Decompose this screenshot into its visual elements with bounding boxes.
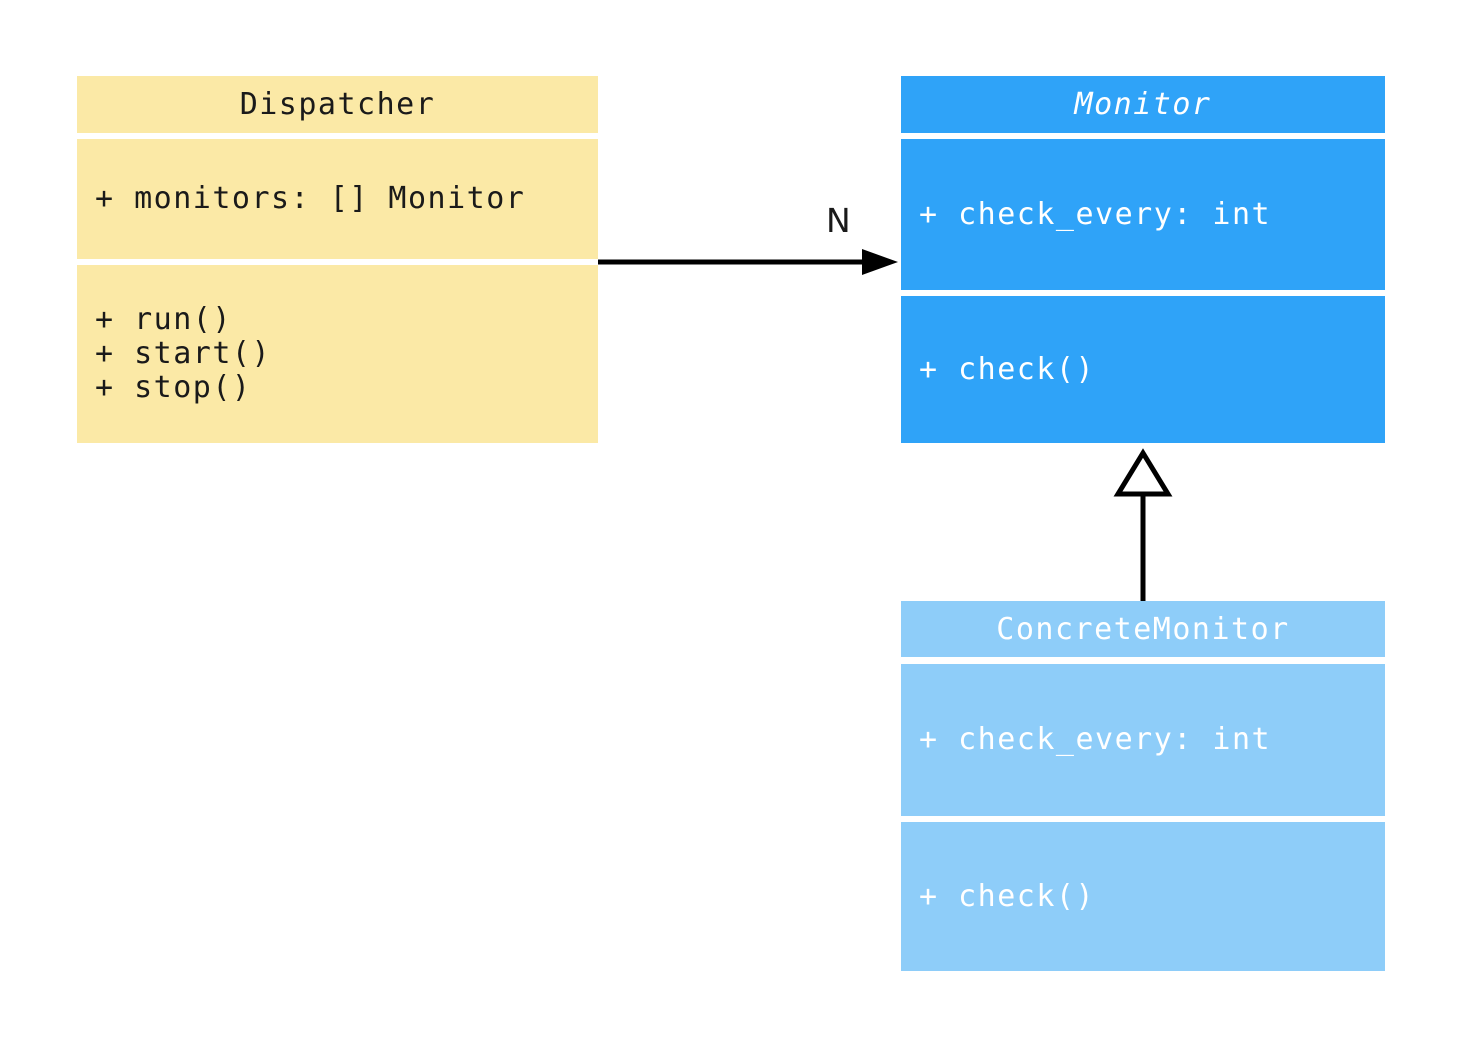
class-methods-dispatcher: + run() + start() + stop()	[77, 265, 598, 443]
method-start: + start()	[95, 336, 272, 371]
class-methods-monitor: + check()	[901, 296, 1385, 443]
class-box-dispatcher: Dispatcher + monitors: [] Monitor + run(…	[77, 76, 598, 443]
attribute-monitors: + monitors: [] Monitor	[95, 181, 526, 216]
filled-arrowhead-icon	[862, 249, 898, 275]
class-title-concrete-monitor: ConcreteMonitor	[901, 601, 1385, 657]
class-box-monitor: Monitor + check_every: int + check()	[901, 76, 1385, 443]
class-methods-concrete-monitor: + check()	[901, 822, 1385, 971]
method-run: + run()	[95, 302, 232, 337]
method-stop: + stop()	[95, 370, 252, 405]
class-attributes-monitor: + check_every: int	[901, 139, 1385, 290]
class-attributes-concrete-monitor: + check_every: int	[901, 664, 1385, 816]
hollow-triangle-icon	[1113, 448, 1173, 497]
inheritance-arrow-concretemonitor-to-monitor	[1113, 448, 1173, 601]
class-box-concrete-monitor: ConcreteMonitor + check_every: int + che…	[901, 601, 1385, 971]
class-title-dispatcher: Dispatcher	[77, 76, 598, 133]
attribute-check-every: + check_every: int	[919, 196, 1272, 232]
attribute-check-every: + check_every: int	[919, 722, 1272, 757]
association-multiplicity-label: N	[826, 201, 851, 240]
method-check: + check()	[919, 878, 1096, 914]
class-attributes-dispatcher: + monitors: [] Monitor	[77, 139, 598, 259]
association-arrow-dispatcher-to-monitor	[598, 249, 898, 275]
method-check: + check()	[919, 351, 1096, 387]
class-title-monitor: Monitor	[901, 76, 1385, 133]
